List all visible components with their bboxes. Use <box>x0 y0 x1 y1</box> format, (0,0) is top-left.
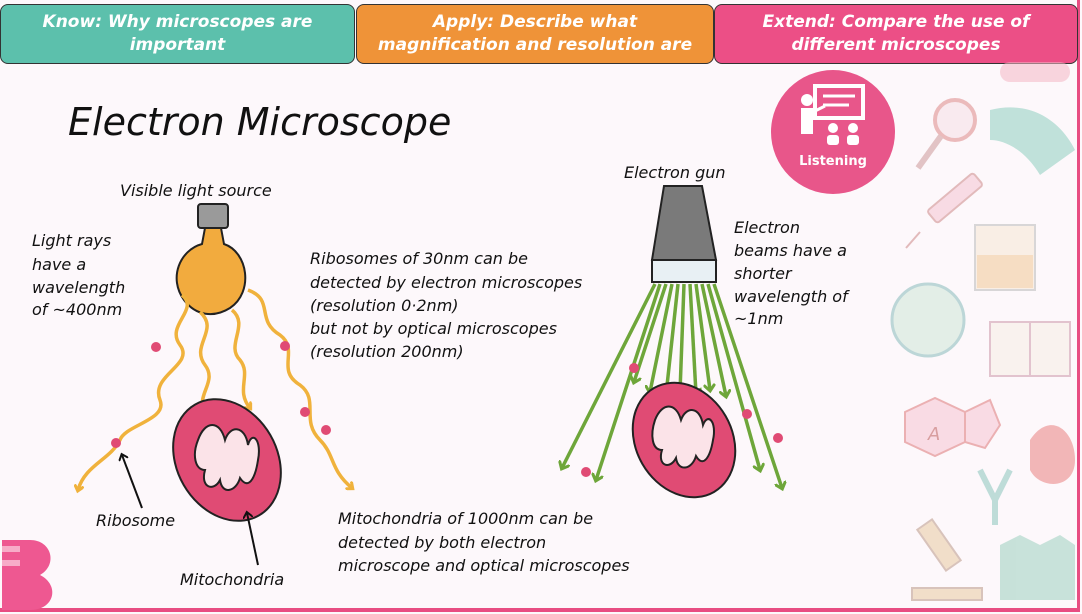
mitochondria-pointer <box>247 513 259 566</box>
objective-extend: Extend: Compare the use of different mic… <box>714 4 1078 64</box>
electron-beams-label-2: beams have a <box>734 241 847 260</box>
syringe-icon <box>905 172 983 249</box>
mitochondria-note-line-1: Mitochondria of 1000nm can be <box>338 509 594 528</box>
electron-beams-label-5: ~1nm <box>734 309 784 328</box>
mitochondria-note-line-3: microscope and optical microscopes <box>338 556 630 575</box>
electron-gun-label: Electron gun <box>624 163 726 182</box>
brand-logo <box>2 540 53 610</box>
objective-apply: Apply: Describe what magnification and r… <box>356 4 714 64</box>
electron-beams <box>562 283 782 488</box>
open-book-icon <box>989 321 1071 377</box>
glove-icon <box>990 107 1075 175</box>
ribosome-label: Ribosome <box>96 511 176 530</box>
mitochondrion-right <box>631 381 737 499</box>
adenine-molecule-icon: A <box>904 396 1002 458</box>
listening-label: Listening <box>799 154 867 169</box>
light-rays-label-1: Light rays <box>32 231 112 250</box>
beaker-icon <box>974 224 1036 291</box>
mitochondria-label: Mitochondria <box>180 570 285 589</box>
microscope-icon <box>911 517 983 601</box>
ribosome-note-line-5: (resolution 200nm) <box>310 342 464 361</box>
electron-beams-label-3: shorter <box>734 264 792 283</box>
ribosome-pointer <box>122 455 143 509</box>
ribosomes-right <box>581 363 783 477</box>
heart-icon <box>1030 425 1075 484</box>
antibody-icon <box>977 468 1013 525</box>
svg-text:A: A <box>927 424 940 445</box>
light-bulb-icon <box>175 203 247 316</box>
listening-badge: Listening <box>771 70 895 194</box>
ribosome-note-line-3: (resolution 0·2nm) <box>310 296 459 315</box>
electron-beams-label-1: Electron <box>734 218 800 237</box>
petri-dish-icon <box>1000 62 1070 82</box>
lab-container-icon <box>1000 535 1075 600</box>
ribosomes-left <box>111 341 331 448</box>
teacher-presentation-icon <box>801 84 865 145</box>
slide-title: Electron Microscope <box>68 100 452 144</box>
ribosome-note-line-2: detected by electron microscopes <box>310 273 583 292</box>
electron-gun-icon <box>650 185 718 283</box>
light-rays-label-2: have a <box>32 255 87 274</box>
mitochondria-note-line-2: detected by both electron <box>338 533 547 552</box>
ribosome-note-line-4: but not by optical microscopes <box>310 319 557 338</box>
lab-decorations: A <box>890 62 1075 601</box>
ribosome-note-line-1: Ribosomes of 30nm can be <box>310 249 528 268</box>
magnifier-icon <box>915 98 977 170</box>
objective-know: Know: Why microscopes are important <box>0 4 355 64</box>
mitochondrion-left <box>172 398 282 522</box>
cell-culture-icon <box>890 282 966 358</box>
light-rays-label-3: wavelength <box>32 278 126 297</box>
electron-beams-label-4: wavelength of <box>734 287 848 306</box>
light-source-label: Visible light source <box>120 181 272 200</box>
light-rays <box>78 288 352 490</box>
light-rays-label-4: of ~400nm <box>32 300 123 319</box>
